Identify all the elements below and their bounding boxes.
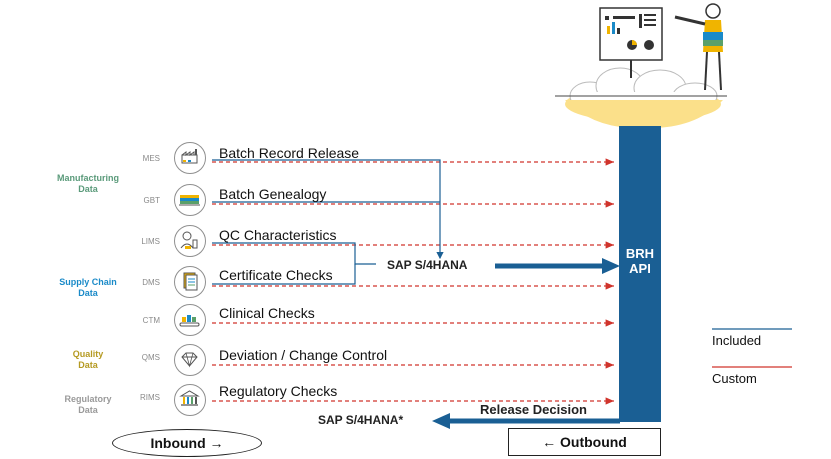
- flow-label: Certificate Checks: [219, 267, 333, 283]
- included-flow-line: [212, 159, 444, 260]
- api-label-line2: API: [629, 261, 651, 276]
- release-decision-label: Release Decision: [480, 402, 587, 417]
- system-code: DMS: [142, 278, 160, 287]
- system-code: CTM: [142, 316, 160, 325]
- flow-label: Deviation / Change Control: [219, 347, 388, 363]
- system-code: RIMS: [140, 393, 160, 402]
- system-code: LIMS: [141, 237, 160, 246]
- flow-label: QC Characteristics: [219, 227, 337, 243]
- flow-label: Clinical Checks: [219, 305, 315, 321]
- system-code: QMS: [141, 353, 160, 362]
- category-text: Quality Data: [72, 349, 104, 370]
- government-building-icon: [174, 384, 206, 416]
- flow-label: Batch Record Release: [219, 145, 360, 161]
- warehouse-icon: [174, 184, 206, 216]
- conveyor-icon: [174, 304, 206, 336]
- legend-custom-label: Custom: [712, 371, 757, 386]
- outbound-arrowhead: [432, 413, 450, 429]
- legend-included-label: Included: [712, 333, 762, 348]
- factory-icon: [174, 142, 206, 174]
- sap-s4hana-target-label: SAP S/4HANA*: [318, 413, 404, 427]
- included-flow-line: [212, 242, 376, 265]
- outbound-button[interactable]: ← Outbound: [508, 428, 661, 456]
- sap-s4hana-hub-label: SAP S/4HANA: [387, 258, 468, 272]
- category-text: Manufacturing Data: [57, 173, 119, 194]
- documents-icon: [174, 266, 206, 298]
- system-code: GBT: [143, 196, 160, 205]
- category-text: Supply Chain Data: [59, 277, 117, 298]
- inbound-button[interactable]: Inbound →: [112, 429, 262, 457]
- presenter-person-icon: [674, 3, 723, 91]
- category-regulatory: Regulatory Data: [48, 394, 128, 416]
- hub-to-api-arrowhead: [602, 258, 620, 274]
- flow-label: Batch Genealogy: [219, 186, 327, 202]
- diamond-icon: [174, 344, 206, 376]
- brh-api-label: BRH API: [619, 246, 661, 276]
- category-supply-chain: Supply Chain Data: [48, 277, 128, 299]
- category-text: Regulatory Data: [64, 394, 112, 415]
- brh-api-bar: [619, 126, 661, 422]
- category-manufacturing: Manufacturing Data: [48, 173, 128, 195]
- included-flow-line: [212, 264, 356, 285]
- api-label-line1: BRH: [625, 246, 655, 261]
- lab-technician-icon: [174, 225, 206, 257]
- flow-label: Regulatory Checks: [219, 383, 338, 399]
- system-code: MES: [142, 154, 160, 163]
- cloud-icon: [555, 67, 727, 129]
- dashboard-board-icon: [599, 7, 663, 78]
- cloud-illustration: [555, 3, 727, 129]
- category-quality: Quality Data: [48, 349, 128, 371]
